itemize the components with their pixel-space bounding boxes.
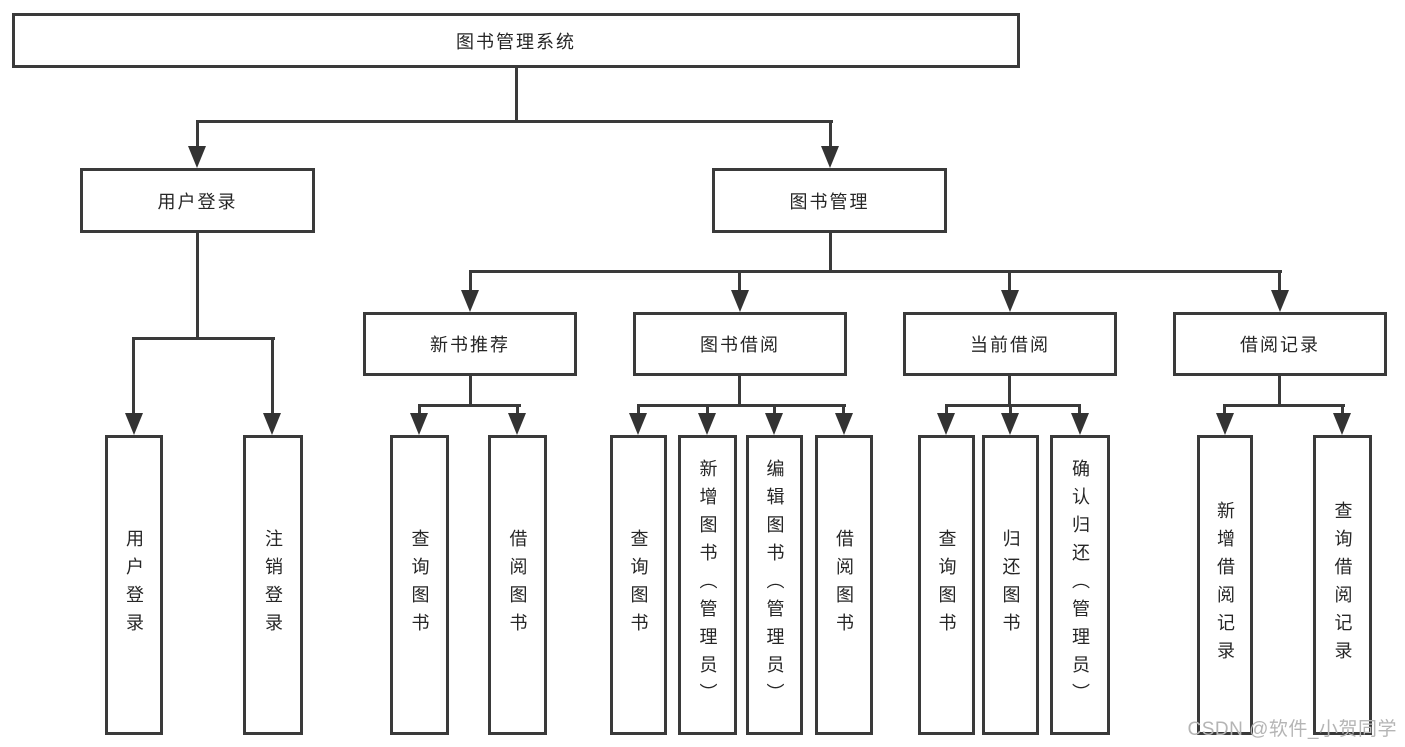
connector-line — [196, 233, 199, 339]
connector-line — [516, 404, 519, 417]
arrow-down-icon — [461, 290, 479, 312]
node-query-books-current: 查询图书 — [918, 435, 975, 735]
node-user-login-leaf: 用户登录 — [105, 435, 163, 735]
connector-line — [945, 404, 948, 417]
arrow-down-icon — [731, 290, 749, 312]
node-current-borrow: 当前借阅 — [903, 312, 1117, 376]
connector-line — [132, 337, 135, 417]
arrow-down-icon — [835, 413, 853, 435]
arrow-down-icon — [188, 146, 206, 168]
node-confirm-return-admin: 确认归还（管理员） — [1050, 435, 1110, 735]
connector-line — [945, 404, 1081, 407]
connector-line — [1008, 270, 1011, 292]
node-library-management-system: 图书管理系统 — [12, 13, 1020, 68]
arrow-down-icon — [508, 413, 526, 435]
arrow-down-icon — [629, 413, 647, 435]
arrow-down-icon — [1271, 290, 1289, 312]
connector-line — [738, 376, 741, 406]
connector-line — [637, 404, 846, 407]
node-query-books-borrow: 查询图书 — [610, 435, 667, 735]
connector-line — [418, 404, 421, 417]
arrow-down-icon — [765, 413, 783, 435]
arrow-down-icon — [410, 413, 428, 435]
arrow-down-icon — [1071, 413, 1089, 435]
connector-line — [773, 404, 776, 417]
connector-line — [829, 120, 832, 150]
connector-line — [1008, 376, 1011, 406]
node-return-book: 归还图书 — [982, 435, 1039, 735]
connector-line — [132, 337, 275, 340]
node-query-borrow-record: 查询借阅记录 — [1313, 435, 1372, 735]
node-borrow-books-recommend: 借阅图书 — [488, 435, 547, 735]
connector-line — [196, 120, 199, 150]
connector-line — [1009, 404, 1012, 417]
arrow-down-icon — [698, 413, 716, 435]
connector-line — [1078, 404, 1081, 417]
arrow-down-icon — [125, 413, 143, 435]
connector-line — [469, 270, 1282, 273]
arrow-down-icon — [263, 413, 281, 435]
connector-line — [196, 120, 833, 123]
node-query-books-recommend: 查询图书 — [390, 435, 449, 735]
node-add-book-admin: 新增图书（管理员） — [678, 435, 737, 735]
connector-line — [1223, 404, 1226, 417]
arrow-down-icon — [1001, 290, 1019, 312]
node-new-book-recommend: 新书推荐 — [363, 312, 577, 376]
arrow-down-icon — [1333, 413, 1351, 435]
watermark: CSDN @软件_小贺同学 — [1187, 719, 1397, 740]
arrow-down-icon — [1001, 413, 1019, 435]
node-book-management: 图书管理 — [712, 168, 947, 233]
connector-line — [1278, 376, 1281, 406]
connector-line — [271, 337, 274, 417]
connector-line — [842, 404, 845, 417]
node-edit-book-admin: 编辑图书（管理员） — [746, 435, 803, 735]
connector-line — [706, 404, 709, 417]
node-logout-leaf: 注销登录 — [243, 435, 303, 735]
connector-line — [1278, 270, 1281, 292]
node-book-borrow: 图书借阅 — [633, 312, 847, 376]
arrow-down-icon — [821, 146, 839, 168]
connector-line — [469, 376, 472, 406]
connector-line — [469, 270, 472, 292]
connector-line — [637, 404, 640, 417]
connector-line — [418, 404, 521, 407]
node-add-borrow-record: 新增借阅记录 — [1197, 435, 1253, 735]
connector-line — [738, 270, 741, 292]
node-borrow-records: 借阅记录 — [1173, 312, 1387, 376]
connector-line — [1224, 404, 1345, 407]
connector-line — [515, 68, 518, 122]
arrow-down-icon — [1216, 413, 1234, 435]
node-user-login: 用户登录 — [80, 168, 315, 233]
node-borrow-books-leaf: 借阅图书 — [815, 435, 873, 735]
connector-line — [1341, 404, 1344, 417]
connector-line — [829, 233, 832, 272]
arrow-down-icon — [937, 413, 955, 435]
